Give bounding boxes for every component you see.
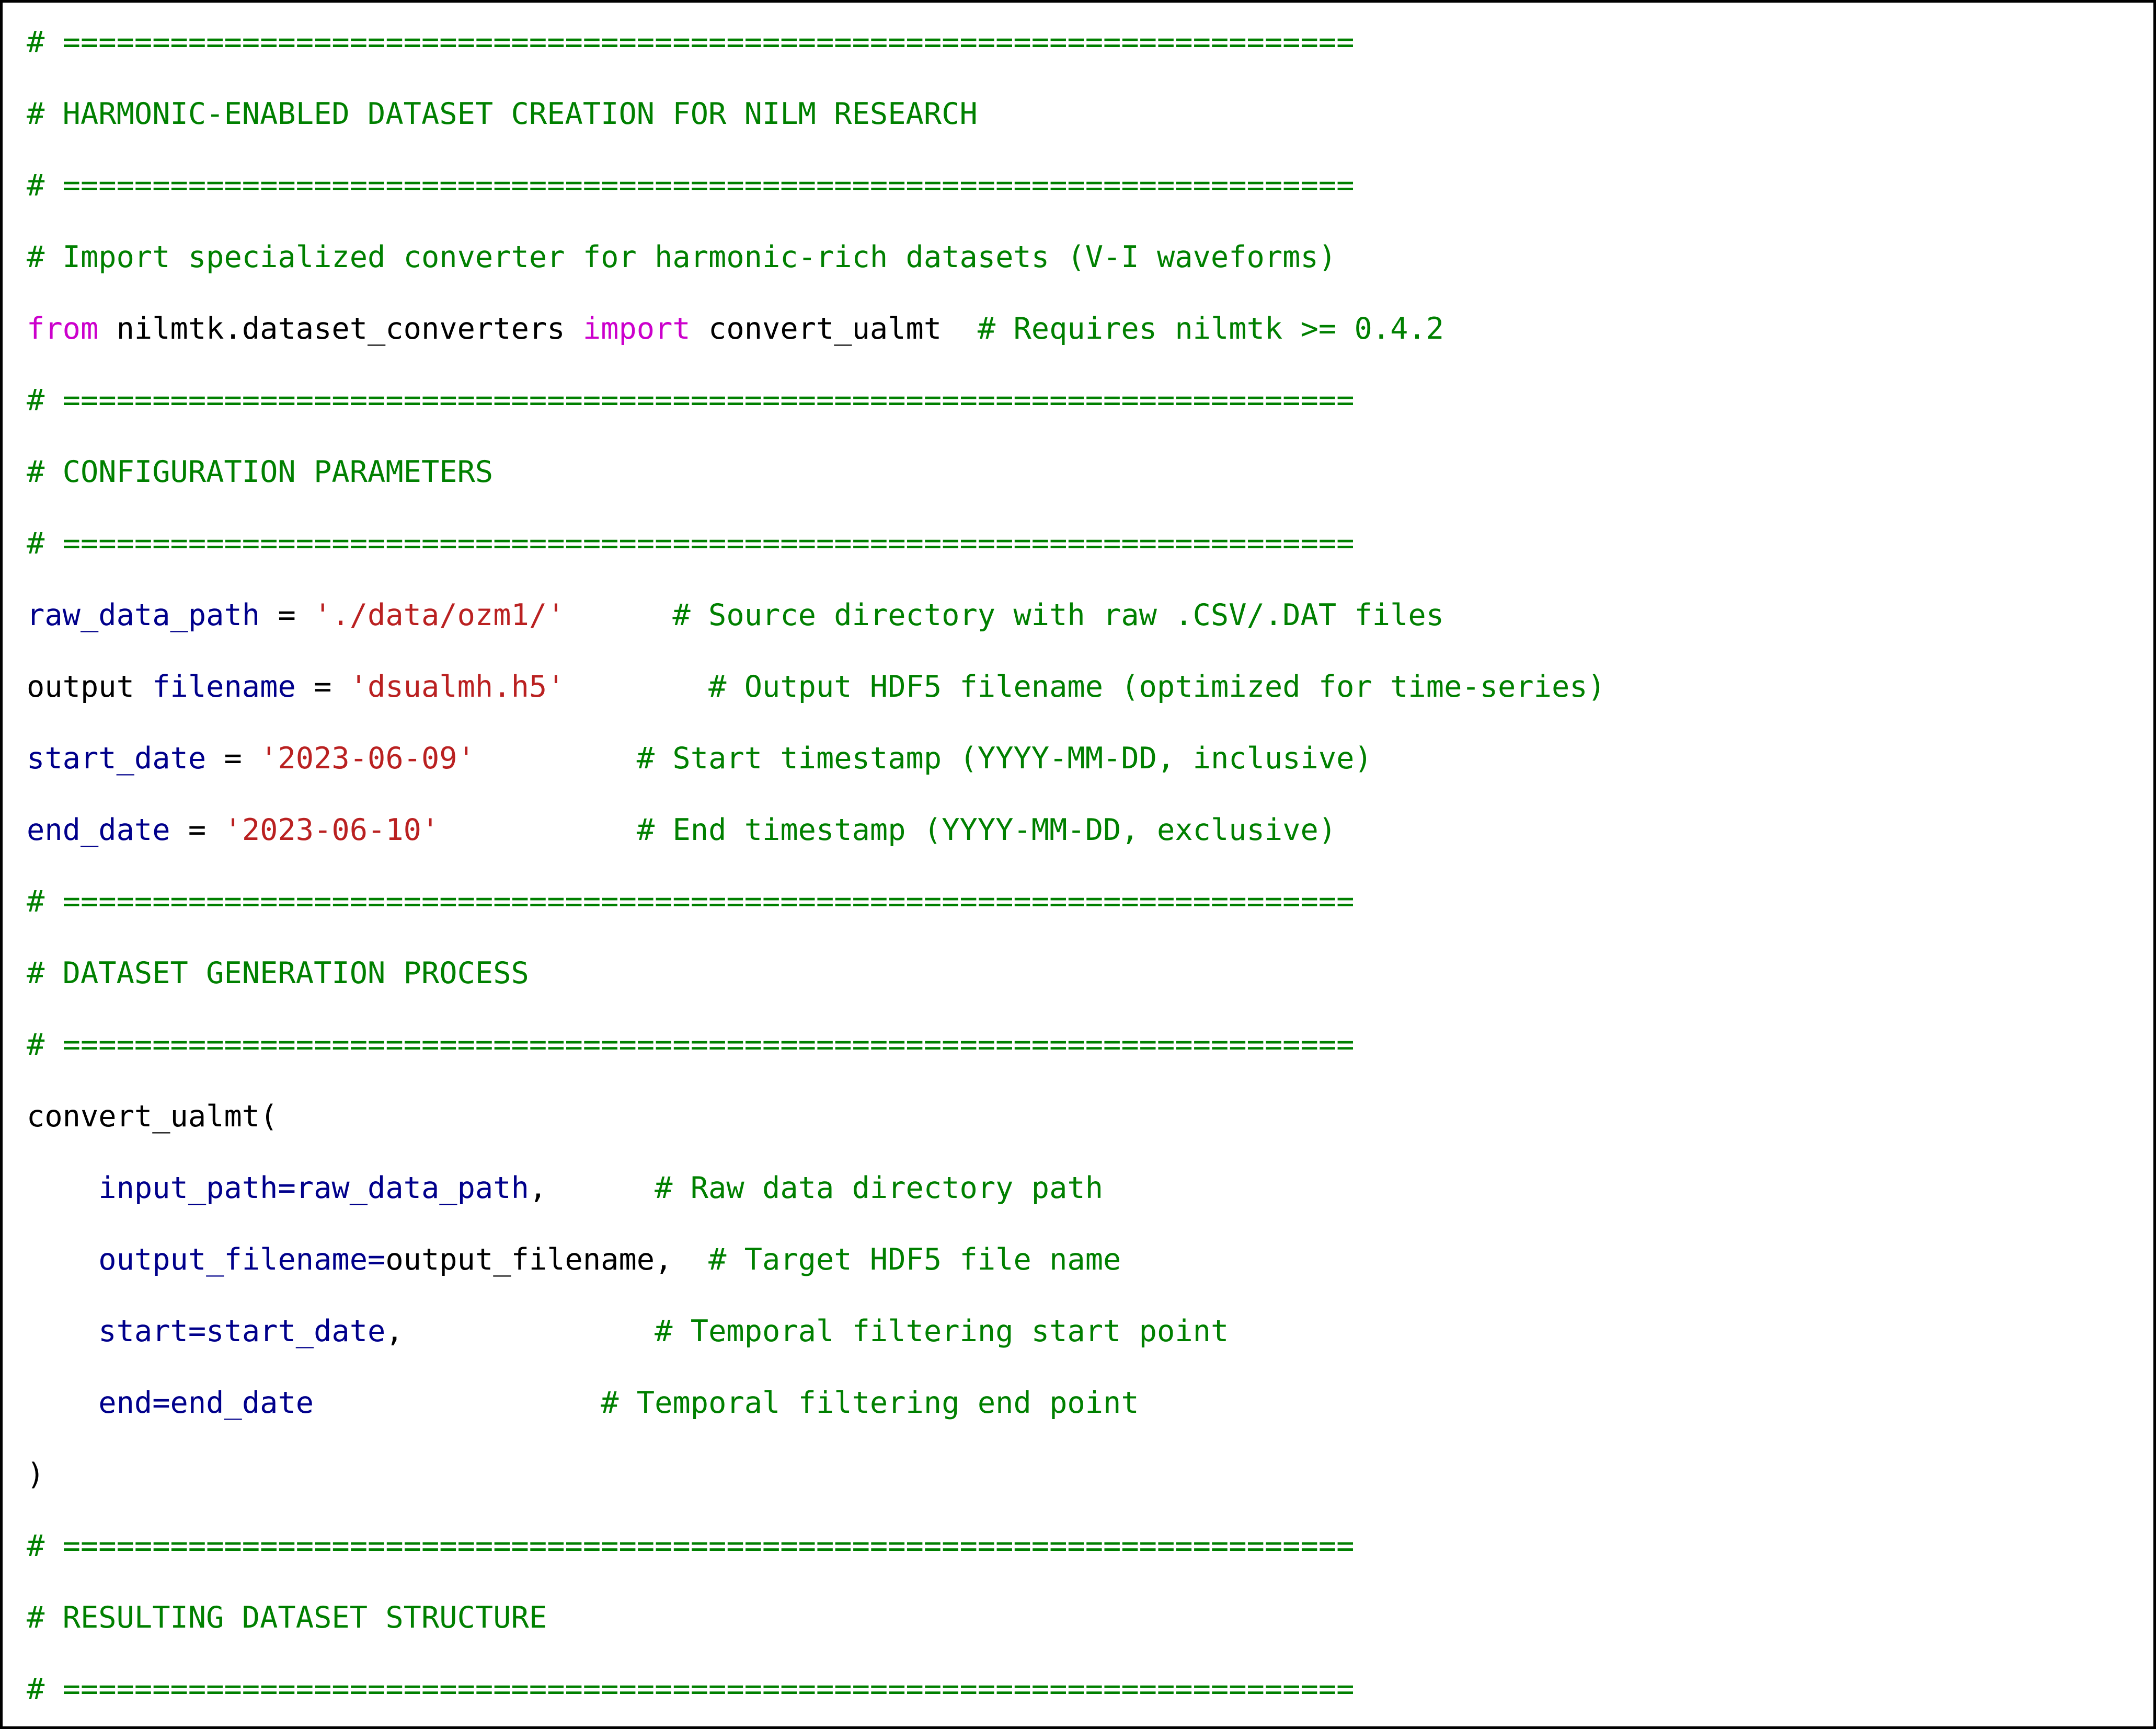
assign-raw-data-path-token-5: # Source directory with raw .CSV/.DAT fi…: [672, 598, 1444, 632]
arg-end[interactable]: end=end_date # Temporal filtering end po…: [27, 1367, 2128, 1439]
assign-end-date-token-5: # End timestamp (YYYY-MM-DD, exclusive): [636, 813, 1337, 847]
arg-input-path[interactable]: input_path=raw_data_path, # Raw data dir…: [27, 1152, 2128, 1224]
import-statement-token-2: nilmtk.dataset_converters: [98, 312, 583, 346]
import-statement-token-1: from: [27, 312, 99, 346]
assign-start-date-token-1: start_date: [27, 741, 207, 776]
assign-end-date-token-3: '2023-06-10': [224, 813, 440, 847]
arg-end-token-4: # Temporal filtering end point: [601, 1386, 1139, 1420]
arg-output-filename-token-2: output_filename=: [98, 1242, 386, 1277]
assign-end-date-token-4: [439, 813, 637, 847]
section-title-harmonic-token-1: # HARMONIC-ENABLED DATASET CREATION FOR …: [27, 97, 978, 131]
arg-start-token-1: [27, 1314, 98, 1348]
assign-output-filename-token-5: [565, 670, 709, 704]
arg-start-token-3: ,: [385, 1314, 655, 1348]
separator-top-token-1: # ======================================…: [27, 25, 1355, 60]
assign-end-date-token-2: =: [170, 813, 224, 847]
separator-above-generation[interactable]: # ======================================…: [27, 866, 2128, 938]
call-convert-ualmt-close[interactable]: ): [27, 1439, 2128, 1511]
arg-start[interactable]: start=start_date, # Temporal filtering s…: [27, 1296, 2128, 1367]
assign-output-filename-token-4: 'dsualmh.h5': [349, 670, 565, 704]
section-title-structure-token-1: # RESULTING DATASET STRUCTURE: [27, 1600, 547, 1635]
separator-under-generation-token-1: # ======================================…: [27, 1028, 1355, 1062]
import-statement[interactable]: from nilmtk.dataset_converters import co…: [27, 293, 2128, 365]
separator-top[interactable]: # ======================================…: [27, 7, 2128, 78]
separator-above-structure-token-1: # ======================================…: [27, 1529, 1355, 1563]
arg-input-path-token-2: input_path=raw_data_path: [98, 1171, 529, 1205]
import-statement-token-5: # Requires nilmtk >= 0.4.2: [977, 312, 1444, 346]
arg-start-token-2: start=start_date: [98, 1314, 386, 1348]
assign-output-filename-token-3: =: [295, 670, 350, 704]
arg-input-path-token-3: ,: [529, 1171, 655, 1205]
assign-raw-data-path-token-3: './data/ozm1/': [314, 598, 565, 632]
assign-raw-data-path-token-2: =: [260, 598, 314, 632]
arg-input-path-token-1: [27, 1171, 98, 1205]
assign-end-date[interactable]: end_date = '2023-06-10' # End timestamp …: [27, 794, 2128, 866]
assign-start-date-token-5: # Start timestamp (YYYY-MM-DD, inclusive…: [636, 741, 1372, 776]
separator-bottom-token-1: # ======================================…: [27, 1672, 1355, 1707]
separator-under-title[interactable]: # ======================================…: [27, 150, 2128, 222]
import-statement-token-3: import: [582, 312, 691, 346]
assign-output-filename-token-1: output: [27, 670, 134, 704]
section-title-config[interactable]: # CONFIGURATION PARAMETERS: [27, 436, 2128, 508]
arg-output-filename-token-3: output_filename,: [385, 1242, 709, 1277]
separator-above-generation-token-1: # ======================================…: [27, 884, 1355, 919]
separator-above-config[interactable]: # ======================================…: [27, 365, 2128, 436]
section-title-generation-token-1: # DATASET GENERATION PROCESS: [27, 956, 529, 990]
section-title-generation[interactable]: # DATASET GENERATION PROCESS: [27, 938, 2128, 1009]
assign-start-date-token-4: [475, 741, 637, 776]
separator-under-config-token-1: # ======================================…: [27, 526, 1355, 561]
assign-start-date[interactable]: start_date = '2023-06-09' # Start timest…: [27, 723, 2128, 794]
separator-above-config-token-1: # ======================================…: [27, 383, 1355, 418]
separator-above-structure[interactable]: # ======================================…: [27, 1511, 2128, 1582]
assign-output-filename-token-2: filename: [134, 670, 296, 704]
arg-output-filename[interactable]: output_filename=output_filename, # Targe…: [27, 1224, 2128, 1296]
arg-output-filename-token-4: # Target HDF5 file name: [708, 1242, 1121, 1277]
arg-output-filename-token-1: [27, 1242, 98, 1277]
separator-under-config[interactable]: # ======================================…: [27, 508, 2128, 580]
separator-under-generation[interactable]: # ======================================…: [27, 1009, 2128, 1081]
call-convert-ualmt-open-token-1: convert_ualmt(: [27, 1099, 278, 1134]
section-title-harmonic[interactable]: # HARMONIC-ENABLED DATASET CREATION FOR …: [27, 78, 2128, 150]
assign-end-date-token-1: end_date: [27, 813, 170, 847]
comment-import-description-token-1: # Import specialized converter for harmo…: [27, 240, 1337, 274]
assign-output-filename-token-6: # Output HDF5 filename (optimized for ti…: [708, 670, 1605, 704]
section-title-config-token-1: # CONFIGURATION PARAMETERS: [27, 455, 494, 489]
call-convert-ualmt-open[interactable]: convert_ualmt(: [27, 1081, 2128, 1152]
assign-start-date-token-3: '2023-06-09': [260, 741, 475, 776]
assign-start-date-token-2: =: [206, 741, 260, 776]
import-statement-token-4: convert_ualmt: [690, 312, 978, 346]
arg-start-token-4: # Temporal filtering start point: [655, 1314, 1229, 1348]
section-title-structure[interactable]: # RESULTING DATASET STRUCTURE: [27, 1582, 2128, 1654]
assign-raw-data-path-token-4: [565, 598, 673, 632]
separator-under-title-token-1: # ======================================…: [27, 168, 1355, 203]
arg-input-path-token-4: # Raw data directory path: [655, 1171, 1104, 1205]
arg-end-token-2: end=end_date: [98, 1386, 314, 1420]
python-code-block[interactable]: # ======================================…: [27, 7, 2128, 1725]
assign-output-filename[interactable]: output filename = 'dsualmh.h5' # Output …: [27, 651, 2128, 723]
comment-import-description[interactable]: # Import specialized converter for harmo…: [27, 222, 2128, 293]
assign-raw-data-path-token-1: raw_data_path: [27, 598, 260, 632]
assign-raw-data-path[interactable]: raw_data_path = './data/ozm1/' # Source …: [27, 580, 2128, 651]
separator-bottom[interactable]: # ======================================…: [27, 1654, 2128, 1725]
arg-end-token-3: [314, 1386, 601, 1420]
arg-end-token-1: [27, 1386, 98, 1420]
call-convert-ualmt-close-token-1: ): [27, 1457, 45, 1492]
